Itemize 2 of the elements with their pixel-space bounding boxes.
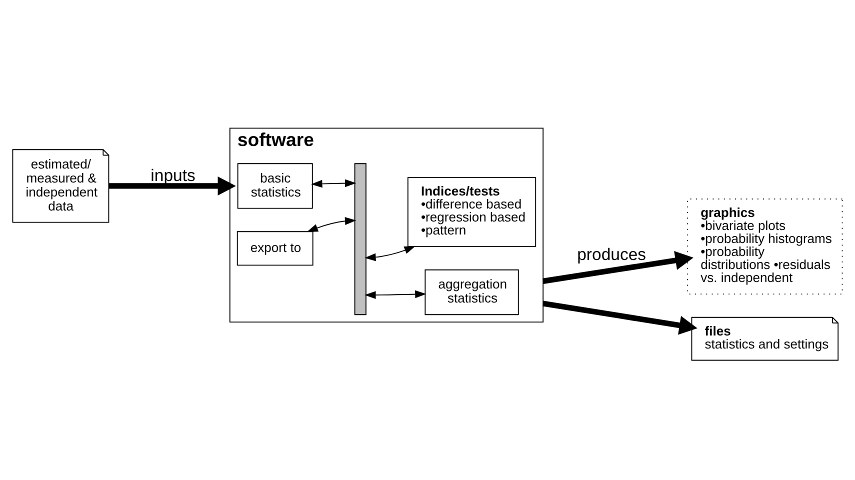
edge-label: inputs (150, 165, 196, 184)
edge-label: produces (577, 244, 646, 264)
